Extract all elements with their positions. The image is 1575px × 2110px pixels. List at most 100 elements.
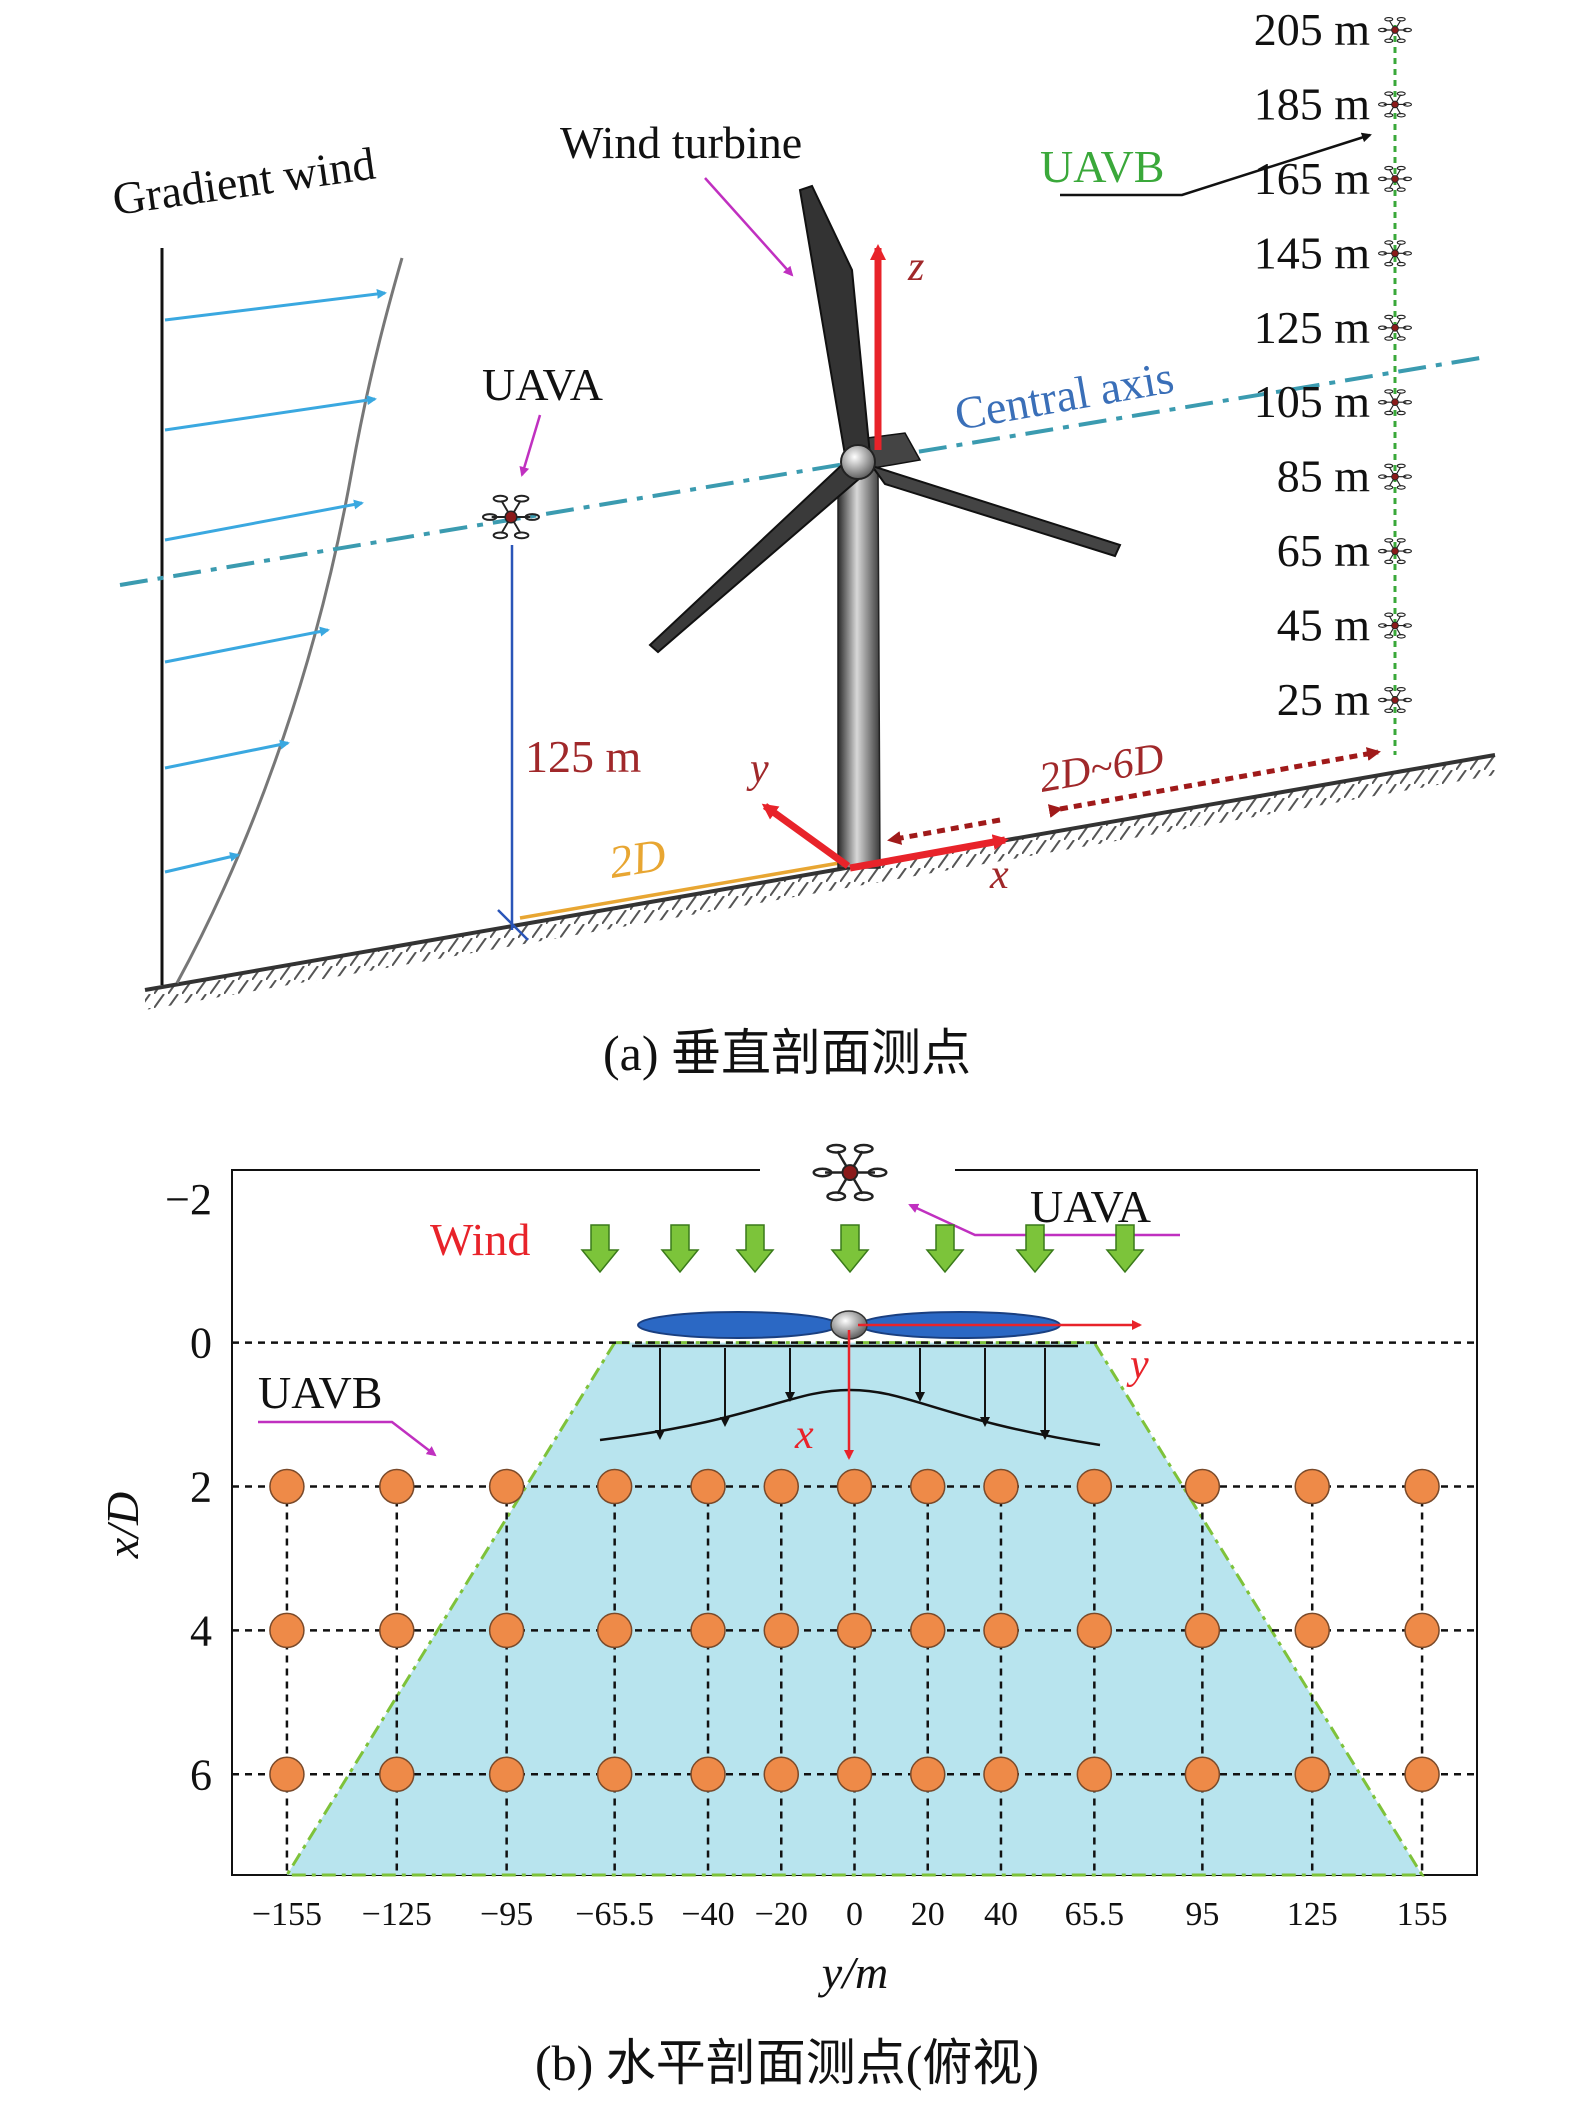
wind-turbine-label: Wind turbine [560, 117, 802, 168]
measurement-point [1404, 1756, 1440, 1793]
measurement-point [690, 1468, 726, 1505]
measurement-point [379, 1756, 415, 1793]
measurement-point [596, 1756, 633, 1793]
measurement-point [1076, 1468, 1113, 1505]
x-tick-label: 20 [911, 1896, 945, 1933]
panel-a: Gradient wind Central axis UAVA 125 m 2D… [109, 4, 1496, 1010]
y-axis-label: y [746, 746, 769, 792]
local-y-label: y [1126, 1342, 1149, 1388]
uava-label: UAVA [482, 359, 603, 410]
wind-arrow [164, 289, 387, 322]
turbine-blade-right [869, 464, 1122, 558]
x-tick-label: 125 [1287, 1896, 1338, 1933]
uavb-b-label: UAVB [258, 1367, 382, 1418]
height-label: 145 m [1254, 227, 1371, 278]
x-tick-label: 155 [1397, 1896, 1448, 1933]
x-tick-label: −65.5 [575, 1896, 654, 1933]
uava-pointer [519, 414, 542, 477]
uava-top-pointer [908, 1203, 1180, 1237]
measurement-point [1404, 1612, 1440, 1649]
distance-2d-label: 2D [606, 829, 670, 888]
measurement-point [269, 1468, 305, 1505]
x-axis-title: y/m [818, 1947, 888, 1998]
y-axis-arrow [761, 803, 851, 869]
distance-range-arrow [1047, 747, 1381, 818]
wind-block-arrow [735, 1224, 775, 1274]
measurement-points [269, 1468, 1440, 1793]
distance-2d-segment [519, 860, 846, 920]
ground-line [144, 753, 1496, 992]
rotor-blade-left [637, 1311, 839, 1339]
uavb-pointer [1060, 132, 1372, 197]
uavb-b-pointer [258, 1420, 437, 1457]
wind-arrow [164, 626, 330, 664]
wind-block-arrow [830, 1224, 870, 1274]
x-tick-label: −95 [480, 1896, 533, 1933]
height-label: 85 m [1277, 451, 1371, 502]
measurement-point [1076, 1612, 1113, 1649]
measurement-point [1076, 1756, 1113, 1793]
height-label: 45 m [1277, 600, 1371, 651]
measurement-point [836, 1468, 873, 1505]
measurement-point [909, 1756, 946, 1793]
height-label: 165 m [1254, 153, 1371, 204]
wind-block-arrow [1105, 1224, 1145, 1274]
measurement-point [1404, 1468, 1440, 1505]
wind-arrow [164, 499, 364, 542]
x-tick-label: −125 [362, 1896, 432, 1933]
height-label: 125 m [1254, 302, 1371, 353]
y-axis-title: x/D [97, 1492, 148, 1559]
x-tick-label: 65.5 [1065, 1896, 1125, 1933]
distance-range-arrow-tail [887, 817, 1001, 845]
measurement-point [763, 1756, 800, 1793]
wind-block-arrow [580, 1224, 620, 1274]
height-label: 25 m [1277, 674, 1371, 725]
x-tick-label: 40 [984, 1896, 1018, 1933]
turbine-tower [837, 469, 881, 869]
measurement-point [1184, 1468, 1221, 1505]
x-tick-label: −40 [681, 1896, 734, 1933]
measurement-point [690, 1756, 726, 1793]
wind-block-arrow [660, 1224, 700, 1274]
measurement-point [763, 1612, 800, 1649]
ground-hatch [145, 755, 1495, 1010]
measurement-point [379, 1612, 415, 1649]
wind-profile-curve [175, 257, 404, 984]
measurement-point [763, 1468, 800, 1505]
height-label: 205 m [1254, 4, 1371, 55]
measurement-point [836, 1756, 873, 1793]
x-tick-label: 95 [1185, 1896, 1219, 1933]
measurement-point [488, 1612, 525, 1649]
measurement-point [488, 1468, 525, 1505]
wind-arrow [164, 395, 377, 432]
measurement-point [909, 1468, 946, 1505]
measurement-point [269, 1612, 305, 1649]
turbine-blade-left [648, 460, 862, 654]
wind-block-arrow [1015, 1224, 1055, 1274]
local-x-label: x [794, 1412, 814, 1458]
wind-arrow [164, 851, 240, 874]
y-tick-label: 6 [190, 1750, 212, 1799]
height-label: 105 m [1254, 376, 1371, 427]
height-label: 185 m [1254, 78, 1371, 129]
measurement-point [983, 1612, 1019, 1649]
caption-a: (a) 垂直剖面测点 [603, 1025, 971, 1081]
measurement-point [269, 1756, 305, 1793]
uava-foot-mark [497, 909, 529, 941]
wind-block-arrow [925, 1224, 965, 1274]
measurement-point [983, 1468, 1019, 1505]
measurement-point [596, 1468, 633, 1505]
measurement-point [909, 1612, 946, 1649]
wind-turbine [648, 184, 1122, 869]
velocity-deficit-arrows [655, 1348, 1050, 1440]
measurement-point [1294, 1468, 1330, 1505]
x-tick-label: −20 [755, 1896, 808, 1933]
uavb-label: UAVB [1040, 141, 1164, 192]
wind-arrows [164, 289, 387, 874]
measurement-point [836, 1612, 873, 1649]
wind-arrows-b [580, 1224, 1145, 1274]
